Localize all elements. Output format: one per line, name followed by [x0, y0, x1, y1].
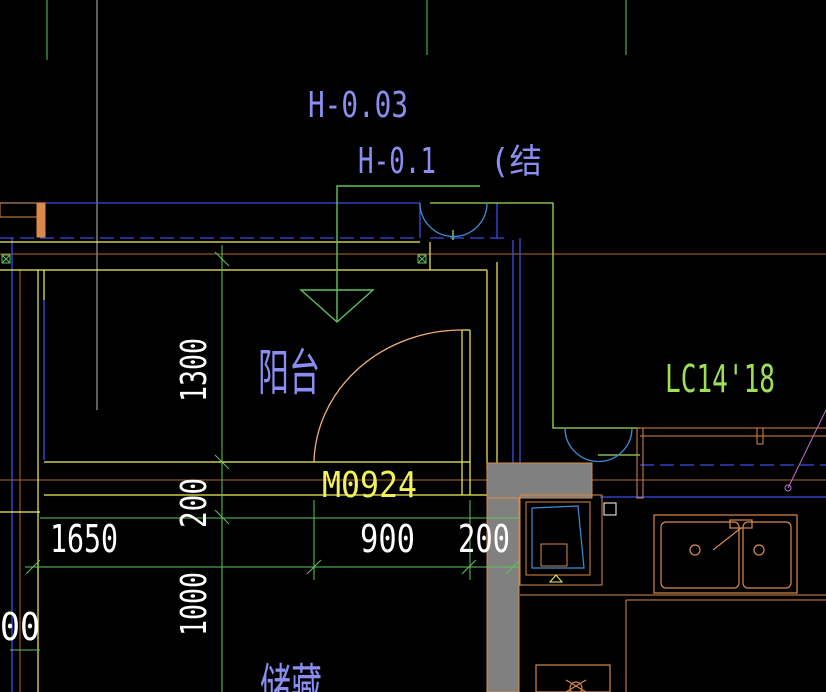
- railing-left: [0, 202, 46, 238]
- grid-markers: [1, 254, 427, 264]
- dim-1650: 1650: [50, 517, 118, 561]
- dimension-lines: [10, 245, 521, 692]
- elevation-label-second: H-0.1: [358, 141, 436, 182]
- pipe-shaft-icon: [519, 494, 617, 586]
- dim-1300: 1300: [174, 338, 215, 402]
- door-code-label: M0924: [322, 465, 417, 506]
- window-swing-arcs: [419, 202, 633, 463]
- elevation-label-suffix: (结: [490, 142, 542, 182]
- magenta-leader: [784, 409, 826, 492]
- room-label-balcony: 阳台: [258, 344, 320, 402]
- counter-outline: [520, 594, 826, 692]
- door-swing-arc: [313, 329, 463, 463]
- dim-00-edge: 00: [0, 605, 40, 649]
- elevation-label-top: H-0.03: [308, 85, 408, 126]
- faucet-icon: [712, 519, 753, 551]
- triangle-elevation-icon: [299, 185, 480, 323]
- dim-900: 900: [360, 517, 415, 561]
- structural-wall-column: [486, 497, 520, 692]
- dim-1000: 1000: [174, 572, 215, 636]
- double-sink-icon: [653, 514, 798, 594]
- blue-wall-lines: [0, 202, 826, 692]
- structural-column: [486, 462, 593, 499]
- dim-200-horizontal: 200: [458, 517, 510, 561]
- railing-right: [636, 427, 826, 499]
- dim-200-vertical: 200: [174, 478, 215, 528]
- yellow-wall-lines: [0, 241, 498, 692]
- room-label-bottom: 储藏: [260, 659, 322, 692]
- window-code-label: LC14'18: [665, 357, 775, 401]
- stove-burner-icon: [535, 664, 611, 692]
